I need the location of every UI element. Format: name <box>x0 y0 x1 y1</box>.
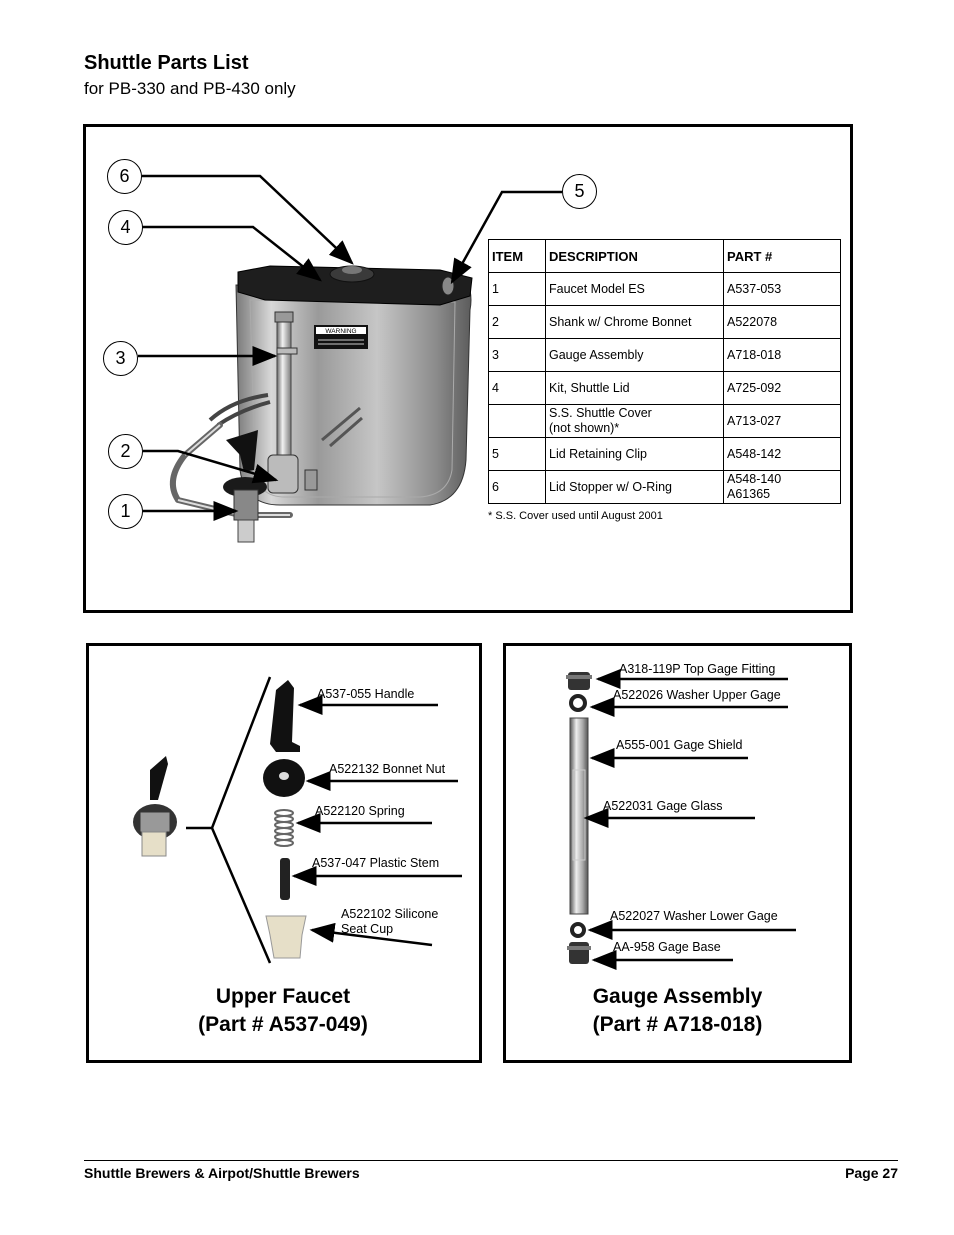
washer-upper-label: A522026 Washer Upper Gage <box>613 688 781 702</box>
table-row: 4 Kit, Shuttle Lid A725-092 <box>488 371 841 405</box>
part-cell: A718-018 <box>723 338 841 372</box>
description-cell: Lid Retaining Clip <box>545 437 724 471</box>
faucet-title-line1: Upper Faucet <box>215 985 351 1008</box>
shuttle-diagram-panel <box>83 124 853 613</box>
gauge-components <box>566 669 796 970</box>
leader-6 <box>142 174 354 265</box>
callout-5: 5 <box>562 174 597 209</box>
description-line: S.S. Shuttle Cover <box>549 406 652 420</box>
description-cell: Faucet Model ES <box>545 272 724 306</box>
part-cell: A548-142 <box>723 437 841 471</box>
faucet-components <box>133 676 462 964</box>
description-line: (not shown)* <box>549 421 620 435</box>
item-cell <box>488 404 546 438</box>
description-cell: Lid Stopper w/ O-Ring <box>545 470 724 504</box>
washer-lower-part <box>570 922 586 938</box>
description-cell: Gauge Assembly <box>545 338 724 372</box>
handle-part <box>270 680 300 752</box>
column-header: PART # <box>723 239 841 273</box>
washer-lower-label: A522027 Washer Lower Gage <box>610 909 778 923</box>
leader-5 <box>450 190 562 285</box>
gauge-assembly-panel <box>503 643 852 1063</box>
spring-part <box>274 809 294 847</box>
leader-4 <box>142 225 322 282</box>
part-line: A548-140 <box>727 472 782 486</box>
gauge-title-line1: Gauge Assembly <box>592 985 763 1008</box>
table-header-row: ITEM DESCRIPTION PART # <box>488 239 841 273</box>
gauge-title-line2: (Part # A718-018) <box>592 1013 763 1036</box>
item-cell: 3 <box>488 338 546 372</box>
callout-2: 2 <box>108 434 143 469</box>
warning-label-text: WARNING <box>325 328 356 335</box>
gauge-title: Gauge Assembly (Part # A718-018) <box>545 983 810 1039</box>
table-row: 3 Gauge Assembly A718-018 <box>488 338 841 372</box>
seat-cup-label-line2: Seat Cup <box>341 922 394 936</box>
item-cell: 1 <box>488 272 546 306</box>
part-cell: A713-027 <box>723 404 841 438</box>
item-cell: 4 <box>488 371 546 405</box>
seat-cup-part <box>265 915 307 959</box>
part-cell: A522078 <box>723 305 841 339</box>
column-header: DESCRIPTION <box>545 239 724 273</box>
faucet-title-line2: (Part # A537-049) <box>198 1013 368 1036</box>
callout-6: 6 <box>107 159 142 194</box>
handle-label: A537-055 Handle <box>317 687 415 701</box>
description-cell: S.S. Shuttle Cover(not shown)* <box>545 404 724 438</box>
footer-title: Shuttle Brewers & Airpot/Shuttle Brewers <box>84 1165 360 1181</box>
table-row: S.S. Shuttle Cover(not shown)* A713-027 <box>488 404 841 438</box>
table-row: 2 Shank w/ Chrome Bonnet A522078 <box>488 305 841 339</box>
gage-shield-label: A555-001 Gage Shield <box>616 738 743 752</box>
item-cell: 2 <box>488 305 546 339</box>
top-fitting-label: A318-119P Top Gage Fitting <box>619 662 776 676</box>
faucet-title: Upper Faucet (Part # A537-049) <box>150 983 416 1039</box>
page-subtitle: for PB-330 and PB-430 only <box>84 79 296 98</box>
page-number: Page 27 <box>845 1165 898 1181</box>
part-cell: A537-053 <box>723 272 841 306</box>
part-cell: A725-092 <box>723 371 841 405</box>
stem-part <box>280 858 290 900</box>
bonnet-nut-label: A522132 Bonnet Nut <box>329 762 446 776</box>
item-cell: 6 <box>488 470 546 504</box>
table-footnote: * S.S. Cover used until August 2001 <box>488 510 663 522</box>
gage-glass-label: A522031 Gage Glass <box>603 799 723 813</box>
table-row: 5 Lid Retaining Clip A548-142 <box>488 437 841 471</box>
gage-base-label: AA-958 Gage Base <box>613 940 721 954</box>
part-line: A61365 <box>727 487 771 501</box>
description-cell: Kit, Shuttle Lid <box>545 371 724 405</box>
leader-2 <box>143 449 279 484</box>
description-cell: Shank w/ Chrome Bonnet <box>545 305 724 339</box>
callout-1: 1 <box>108 494 143 529</box>
table-row: 1 Faucet Model ES A537-053 <box>488 272 841 306</box>
stem-label: A537-047 Plastic Stem <box>312 856 440 870</box>
column-header: ITEM <box>488 239 546 273</box>
seat-cup-label: A522102 Silicone <box>341 907 439 921</box>
upper-faucet-panel <box>86 643 482 1063</box>
item-cell: 5 <box>488 437 546 471</box>
callout-4: 4 <box>108 210 143 245</box>
page-title: Shuttle Parts List <box>84 52 249 74</box>
shuttle-body: WARNING <box>169 265 473 543</box>
parts-table: ITEM DESCRIPTION PART # 1 Faucet Model E… <box>488 239 841 504</box>
spring-label: A522120 Spring <box>315 804 405 818</box>
callout-3: 3 <box>103 341 138 376</box>
washer-upper-part <box>569 694 587 712</box>
callout-leaders <box>138 174 562 521</box>
footer-divider <box>84 1160 898 1161</box>
